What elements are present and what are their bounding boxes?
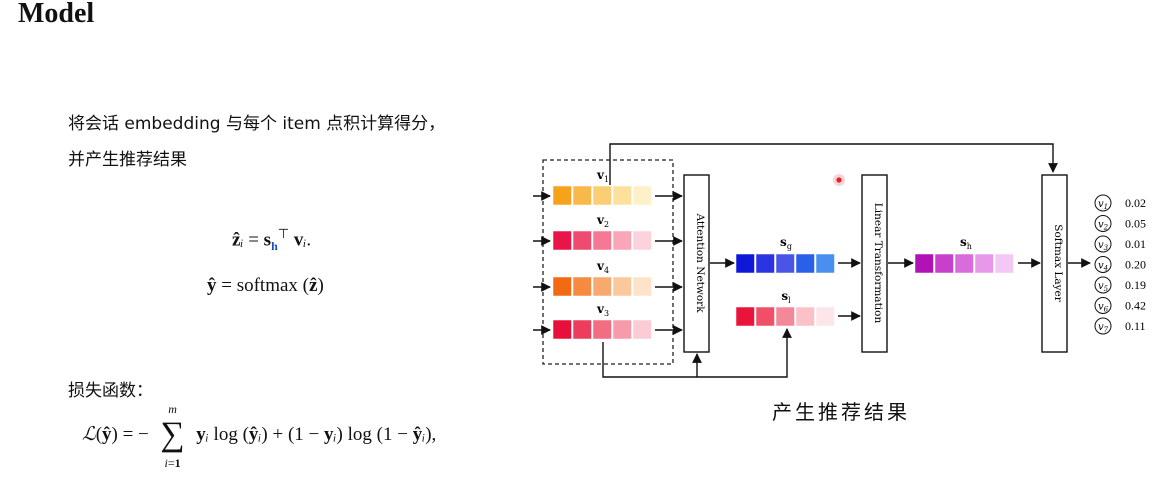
skip-connection-arrow [609,143,1058,185]
input-embedding-cell [612,185,632,206]
output-node [1094,194,1112,212]
input-label: v2 [596,213,609,229]
output-score: 0.20 [1125,258,1146,272]
input-embedding-cell [552,185,572,206]
loss-function-label: 损失函数： [68,381,153,401]
output-node [1094,256,1112,273]
sh-label: sh [960,235,972,251]
sg-cell [735,253,755,274]
page-title: Model [18,0,95,29]
intro-text-line2: 并产生推荐结果 [68,150,187,170]
sl-cell [815,306,835,327]
intro-text-line1: 将会话 embedding 与每个 item 点积计算得分， [68,114,446,134]
sg-vector: sg [735,235,835,274]
sh-cell [974,253,994,274]
input-embedding-cell [632,185,652,206]
linear-transformation-box [861,174,888,353]
output-node-label: v2 [1098,220,1109,232]
output-node-label: v6 [1098,302,1109,314]
output-node [1094,317,1112,335]
output-score: 0.02 [1125,196,1146,210]
output-scores: v1 0.02 v2 0.05 v3 0.01 v4 0.20 v5 0.19 v6 0.42 v7 0.… [1094,194,1146,335]
output-score: 0.19 [1125,278,1146,292]
input-embedding-cell [612,230,632,251]
output-node [1094,235,1112,253]
input-embedding-cell [632,276,652,297]
input-embedding-cell [572,276,592,297]
input-embedding-cell [572,319,592,340]
linear-transformation-label: Linear Transformation [872,203,884,324]
softmax-layer-label: Softmax Layer [1052,224,1064,302]
input-entry-arrows [533,191,551,335]
sg-cell [755,253,775,274]
cursor-dot [833,174,845,186]
output-node [1094,297,1112,314]
sh-cell [994,253,1014,274]
sg-cell [815,253,835,274]
output-node-label: v1 [1098,199,1108,211]
output-node-label: v5 [1098,281,1109,293]
sl-cell [795,306,815,327]
last-item-connection [602,328,792,378]
output-score: 0.01 [1125,237,1146,251]
input-embeddings: v1 v2 v4 v3 [552,168,652,340]
output-node-label: v7 [1098,322,1109,334]
diagram-caption: 产生推荐结果 [772,400,910,424]
input-embedding-cell [612,319,632,340]
output-score: 0.42 [1125,299,1146,313]
input-label: v3 [596,302,609,318]
output-score: 0.11 [1125,319,1146,333]
softmax-layer-box [1041,174,1068,353]
output-node-label: v3 [1098,240,1109,252]
attention-network-box [683,174,710,353]
input-label: v1 [596,168,609,184]
sl-cell [775,306,795,327]
input-to-attention-arrows [655,191,683,335]
input-embedding-cell [612,276,632,297]
sh-cell [914,253,934,274]
sl-cell [755,306,775,327]
sl-vector: sl [735,289,835,327]
sg-cell [795,253,815,274]
sh-vector: sh [914,235,1014,274]
sh-cell [934,253,954,274]
input-embedding-cell [572,185,592,206]
input-embedding-cell [552,276,572,297]
softmax-equation: ŷ = softmax (ẑ) [207,275,324,296]
input-embedding-cell [632,319,652,340]
attention-network-label: Attention Network [694,212,706,313]
input-embedding-cell [632,230,652,251]
input-embedding-cell [592,185,612,206]
output-node [1094,215,1112,232]
sg-cell [775,253,795,274]
loss-equation: ℒ(ŷ) = − m ∑ i=1 yᵢ log (ŷᵢ) + (1 − yᵢ) … [82,402,437,470]
output-score: 0.05 [1125,217,1146,231]
input-label: v4 [596,259,609,275]
input-embedding-cell [592,319,612,340]
input-embedding-cell [552,319,572,340]
input-embedding-cell [592,230,612,251]
sg-label: sg [780,235,792,251]
output-node-label: v4 [1098,261,1108,273]
sl-cell [735,306,755,327]
output-node [1094,276,1112,294]
sl-label: sl [781,289,791,305]
input-group-box [542,159,674,365]
score-equation: ẑᵢ = sh⊤ vᵢ. [232,226,312,254]
input-embedding-cell [572,230,592,251]
input-embedding-cell [552,230,572,251]
input-embedding-cell [592,276,612,297]
sh-cell [954,253,974,274]
